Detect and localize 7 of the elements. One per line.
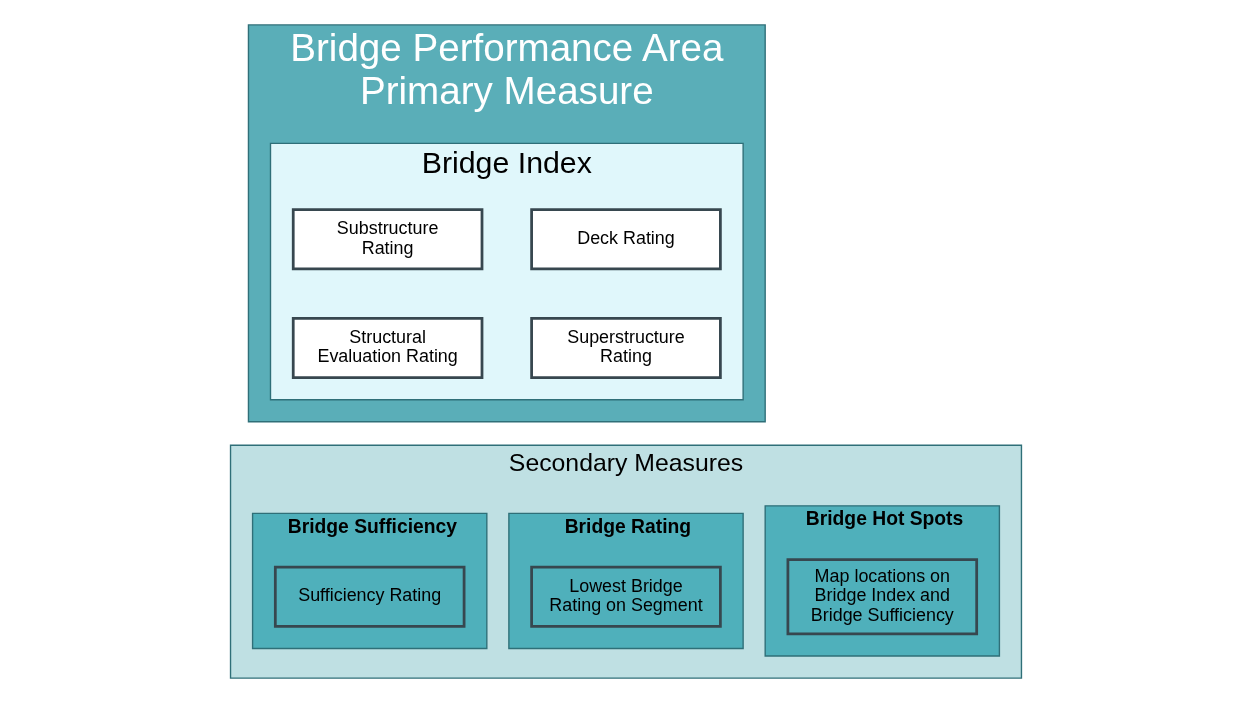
node-box: Substructure Rating [291, 208, 483, 271]
node-box: Lowest Bridge Rating on Segment [529, 565, 722, 628]
node-box: Deck Rating [529, 208, 722, 271]
node-box: Superstructure Rating [529, 317, 722, 380]
node-box: Map locations on Bridge Index and Bridge Sufficiency [786, 558, 978, 636]
node-box: Sufficiency Rating [273, 565, 465, 628]
node-box: Structural Evaluation Rating [291, 317, 483, 380]
